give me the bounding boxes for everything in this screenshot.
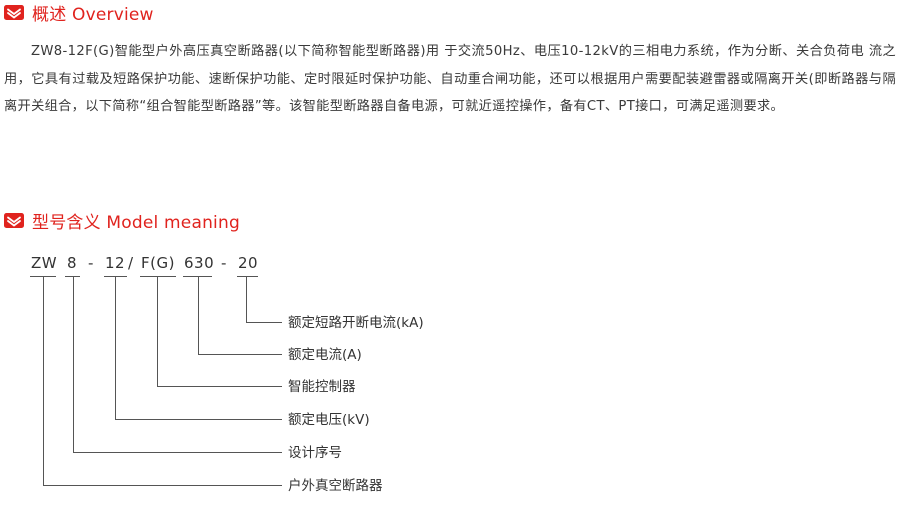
section-badge-icon bbox=[4, 4, 24, 20]
section-badge-icon bbox=[4, 212, 24, 228]
overview-heading: 概述 Overview bbox=[4, 1, 154, 25]
model-code-diagram: ZW 8 - 12 / F(G) 630 - 20 额定短路开断电流(kA) 额… bbox=[0, 240, 900, 508]
code-part-breaking: 20 bbox=[238, 254, 259, 272]
desc-breaking-current: 额定短路开断电流(kA) bbox=[288, 315, 424, 331]
leader-breaking bbox=[246, 276, 282, 323]
overview-paragraph: ZW8-12F(G)智能型户外高压真空断路器(以下简称智能型断路器)用 于交流5… bbox=[4, 44, 896, 114]
code-part-slash: / bbox=[128, 254, 134, 272]
code-part-series: ZW bbox=[31, 254, 58, 272]
leader-controller bbox=[157, 276, 282, 387]
code-part-voltage: 12 bbox=[105, 254, 126, 272]
desc-design-number: 设计序号 bbox=[288, 445, 342, 461]
overview-title: 概述 Overview bbox=[32, 4, 154, 25]
desc-rated-current: 额定电流(A) bbox=[288, 347, 362, 363]
model-title: 型号含义 Model meaning bbox=[32, 212, 240, 233]
code-part-dash: - bbox=[221, 254, 227, 272]
leader-design bbox=[73, 276, 282, 453]
leader-voltage bbox=[115, 276, 282, 420]
model-heading: 型号含义 Model meaning bbox=[4, 209, 240, 233]
code-part-design: 8 bbox=[67, 254, 78, 272]
leader-series bbox=[43, 276, 282, 486]
code-part-dash: - bbox=[88, 254, 94, 272]
connector-lines bbox=[30, 276, 282, 486]
leader-current bbox=[198, 276, 282, 355]
code-part-controller: F(G) bbox=[141, 254, 175, 272]
code-part-current: 630 bbox=[184, 254, 215, 272]
desc-product-type: 户外真空断路器 bbox=[288, 478, 383, 494]
desc-controller: 智能控制器 bbox=[288, 379, 356, 395]
desc-rated-voltage: 额定电压(kV) bbox=[288, 412, 370, 428]
